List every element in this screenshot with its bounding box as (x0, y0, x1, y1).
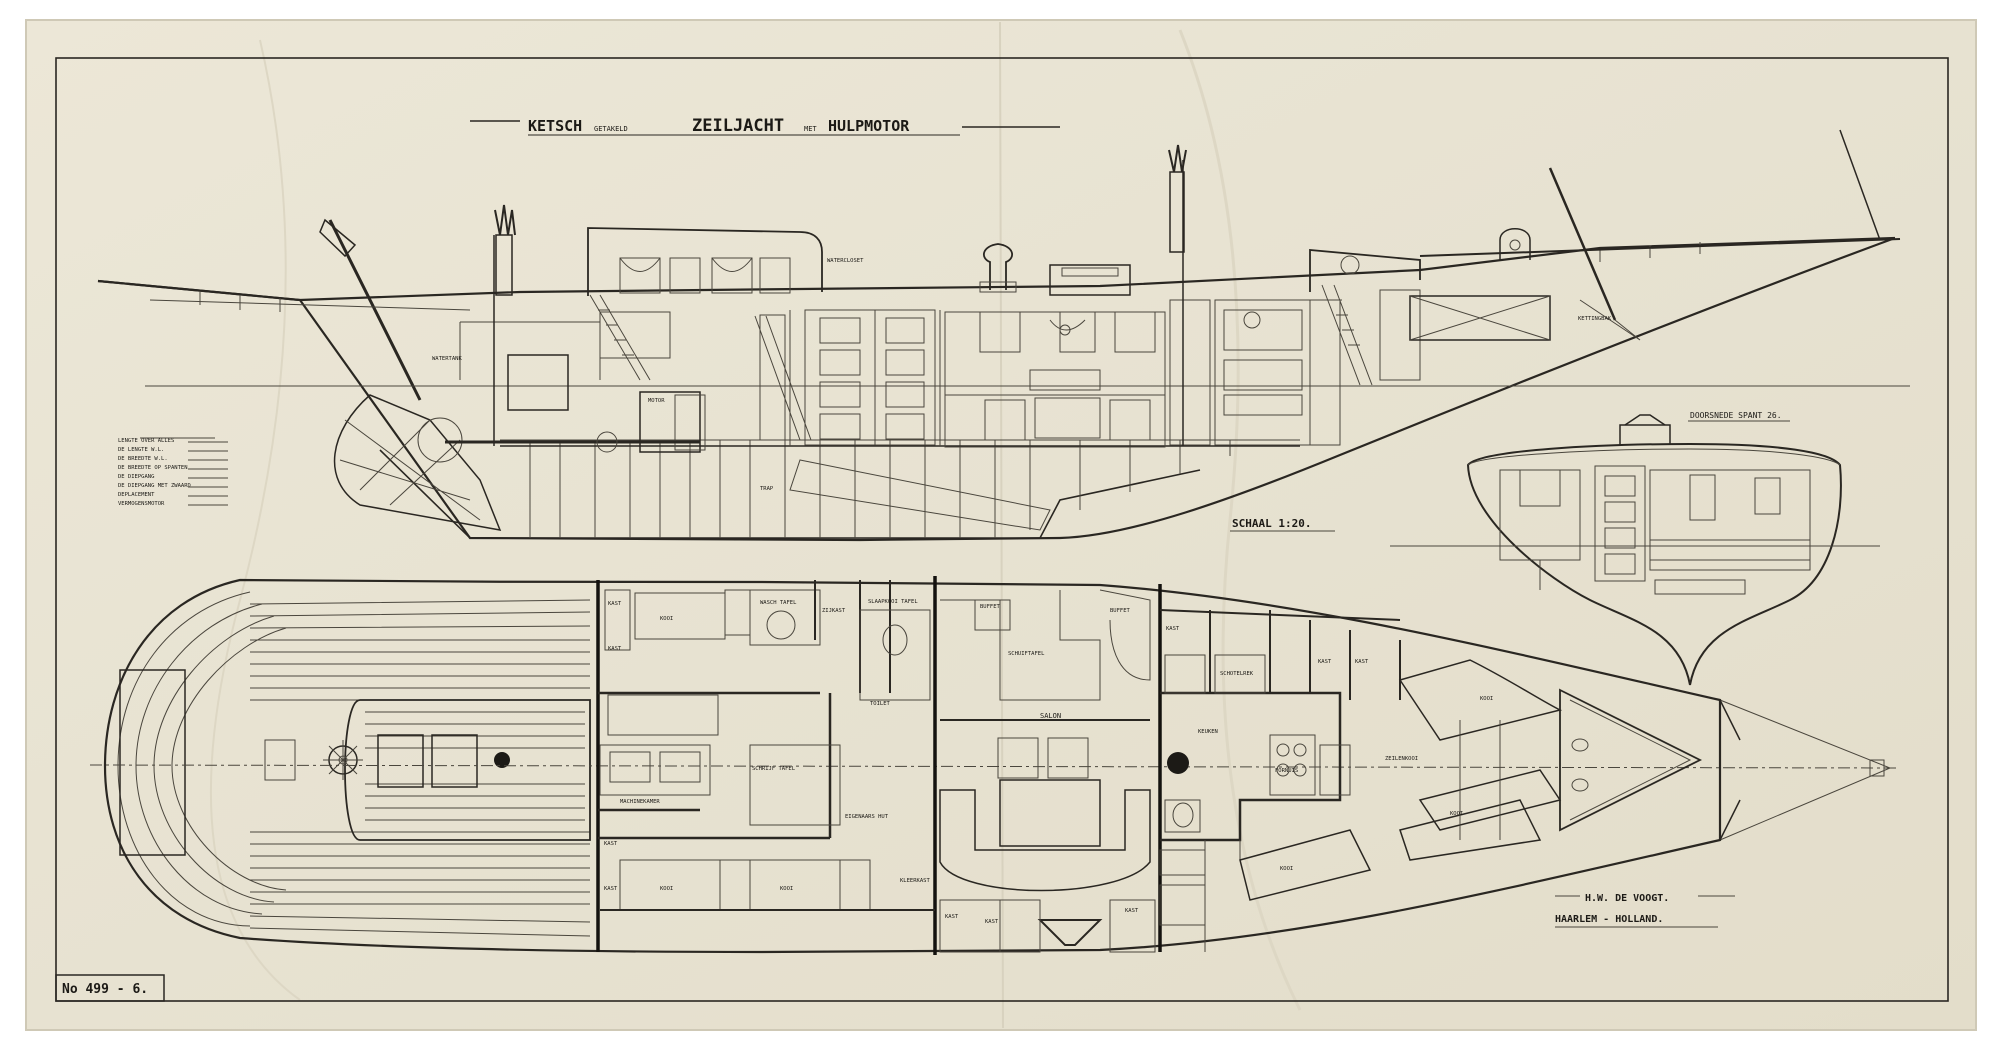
plan-hull-outline (103, 578, 1722, 954)
label-kast-3: KAST (604, 841, 618, 847)
keel (379, 449, 1201, 539)
label-kast-5: KAST (1166, 626, 1180, 632)
dim-row-3: DE BREEDTE W.L. (118, 456, 168, 462)
aft-grate (119, 669, 186, 856)
label-schrijftafel: SCHRIJF TAFEL (752, 766, 796, 772)
label-zeilkooi: ZEILENKOOI (1385, 756, 1418, 762)
profile-label-tank: WATERTANK (432, 356, 462, 362)
label-kast-4: KAST (604, 886, 618, 892)
scale-label: SCHAAL 1:20. (1232, 517, 1311, 530)
label-schuiftafel: SCHUIFTAFEL (1008, 651, 1045, 657)
profile-section: MOTOR (97, 129, 1910, 542)
dim-row-8: VERMOGENSMOTOR (118, 501, 165, 507)
title-ketsch: KETSCH (528, 117, 582, 135)
label-buffet-1: BUFFET (980, 604, 1001, 610)
label-kettingbak: KETTINGBAK (1578, 316, 1612, 322)
title-block: KETSCH GETAKELD ZEILJACHT MET HULPMOTOR (470, 116, 1060, 136)
dim-row-4: DE BREEDTE OP SPANTEN (118, 465, 188, 471)
title-getakeld: GETAKELD (594, 125, 628, 133)
dim-row-6: DE DIEPGANG MET ZWAARD (118, 483, 191, 489)
hatch-grate-1 (377, 734, 424, 788)
label-kast-2: KAST (608, 646, 622, 652)
label-zijkast: ZIJKAST (822, 608, 846, 614)
section-label: DOORSNEDE SPANT 26. (1690, 411, 1782, 420)
label-kooi-2: KOOI (660, 886, 673, 892)
label-wastafel: WASCH TAFEL (760, 600, 797, 606)
label-salon: SALON (1040, 712, 1061, 720)
label-kooi-5: KOOI (1450, 811, 1463, 817)
drawing-border (55, 57, 1949, 1002)
hatch-grate-2 (431, 734, 478, 788)
deck-plan: SALON EIGENAARS HUT TOILET KAST KAST KAS… (89, 316, 1901, 955)
title-hulpmotor: HULPMOTOR (828, 117, 910, 135)
label-buffet-2: BUFFET (1110, 608, 1131, 614)
maker-place: HAARLEM - HOLLAND. (1555, 914, 1663, 925)
label-motorkamer: MACHINEKAMER (620, 799, 660, 805)
cabin-joinery (754, 309, 941, 446)
aft-deckhouse (587, 227, 823, 296)
salon-profile (944, 243, 1166, 448)
label-schotel: SCHOTELREK (1220, 671, 1254, 677)
plan-labels: SALON EIGENAARS HUT TOILET KAST KAST KAS… (604, 316, 1612, 925)
maker-name: H.W. DE VOOGT. (1585, 893, 1669, 904)
label-toilet: TOILET (870, 701, 891, 707)
label-slaaptafel: SLAAPKOOI TAFEL (868, 599, 918, 605)
steering-wheel (264, 739, 363, 781)
paper-crease (999, 21, 1004, 1029)
label-kast-6: KAST (1318, 659, 1332, 665)
label-kast-8: KAST (945, 914, 959, 920)
maker-block: H.W. DE VOOGT. HAARLEM - HOLLAND. (1555, 893, 1735, 928)
label-kleerkast: KLEERKAST (900, 878, 930, 884)
label-kooi-6: KOOI (1280, 866, 1293, 872)
paper-wrinkle (1178, 29, 1302, 1011)
label-kooi-4: KOOI (1480, 696, 1493, 702)
dim-row-7: DEPLACEMENT (118, 492, 155, 498)
dim-row-5: DE DIEPGANG (118, 474, 154, 480)
profile-label-wc: WATERCLOSET (827, 258, 864, 264)
label-keuken: KEUKEN (1198, 729, 1218, 735)
label-kast-7: KAST (1355, 659, 1369, 665)
drawing-number: No 499 - 6. (62, 982, 148, 997)
salon-table (999, 779, 1101, 847)
rudder (333, 394, 502, 531)
label-eigenaars-hut: EIGENAARS HUT (845, 814, 889, 820)
profile-label-motor: MOTOR (648, 398, 665, 404)
dim-row-2: DE LENGTE W.L. (118, 447, 164, 453)
label-fornuis: FORNUIS (1275, 768, 1298, 774)
frame-stations (529, 440, 1231, 538)
label-kast-1: KAST (608, 601, 622, 607)
label-kast-9: KAST (985, 919, 999, 925)
label-kooi-3: KOOI (780, 886, 793, 892)
profile-label-stair: TRAP (760, 486, 774, 492)
plan-interior (596, 576, 1892, 955)
exhaust-stacks (494, 144, 1187, 296)
salon-settee (939, 789, 1151, 892)
title-met: MET (804, 125, 817, 133)
dim-row-1: LENGTE OVER ALLES (118, 438, 174, 444)
drawing-number-block: No 499 - 6. (55, 974, 165, 1002)
title-zeiljacht: ZEILJACHT (692, 116, 784, 136)
paper-wrinkle-2 (209, 39, 301, 1001)
bowsprit (1419, 238, 1901, 257)
engine-block (507, 354, 569, 411)
dimensions-table: LENGTE OVER ALLES DE LENGTE W.L. DE BREE… (118, 437, 228, 507)
label-kooi-1: KOOI (660, 616, 673, 622)
forward-cabin-profile (1169, 228, 1551, 446)
label-kast-10: KAST (1125, 908, 1139, 914)
cross-section: DOORSNEDE SPANT 26. (1390, 411, 1880, 686)
hull-bottom (97, 236, 1896, 542)
